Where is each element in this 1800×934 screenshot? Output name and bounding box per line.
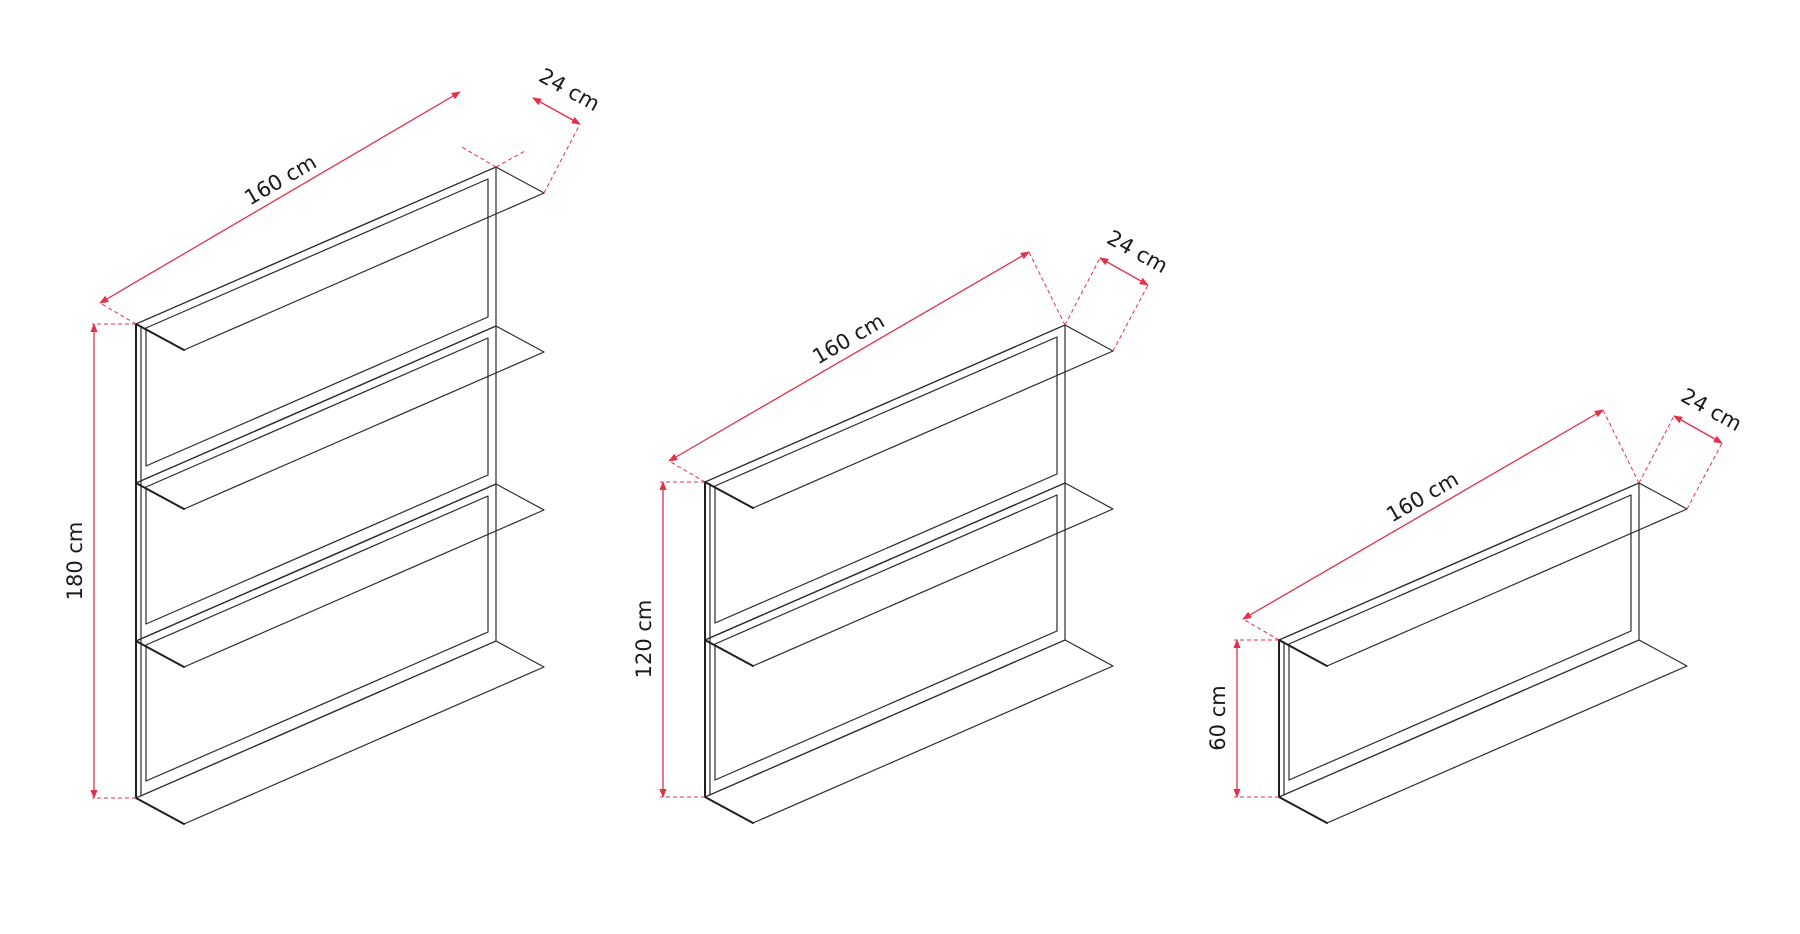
shelf-unit-60: 160 cm 24 cm 60 cm — [1206, 384, 1746, 824]
height-label: 120 cm — [632, 600, 656, 679]
shelf-boards — [135, 166, 545, 825]
shelf-boards — [1278, 482, 1688, 824]
height-dimension: 60 cm — [1206, 639, 1279, 798]
frame-group — [1278, 482, 1640, 798]
width-label: 160 cm — [808, 309, 888, 369]
depth-label: 24 cm — [1677, 384, 1746, 437]
shelf-unit-180: 160 cm 24 cm 180 cm — [63, 64, 604, 825]
width-label: 160 cm — [1382, 467, 1462, 527]
width-dimension: 160 cm — [1242, 409, 1640, 641]
shelf-boards — [704, 324, 1114, 824]
depth-label: 24 cm — [535, 64, 604, 117]
shelf-unit-120: 160 cm 24 cm 120 cm — [632, 226, 1172, 824]
width-dimension: 160 cm — [668, 251, 1066, 483]
height-dimension: 180 cm — [63, 323, 136, 799]
height-label: 60 cm — [1206, 685, 1230, 750]
depth-dimension: 24 cm — [495, 64, 604, 194]
depth-label: 24 cm — [1103, 226, 1172, 279]
width-dimension: 160 cm — [99, 91, 497, 325]
height-dimension: 120 cm — [632, 481, 705, 798]
frame-group — [135, 166, 497, 799]
height-label: 180 cm — [63, 522, 87, 601]
depth-dimension: 24 cm — [1638, 384, 1746, 510]
width-label: 160 cm — [240, 150, 320, 210]
depth-dimension: 24 cm — [1064, 226, 1172, 352]
